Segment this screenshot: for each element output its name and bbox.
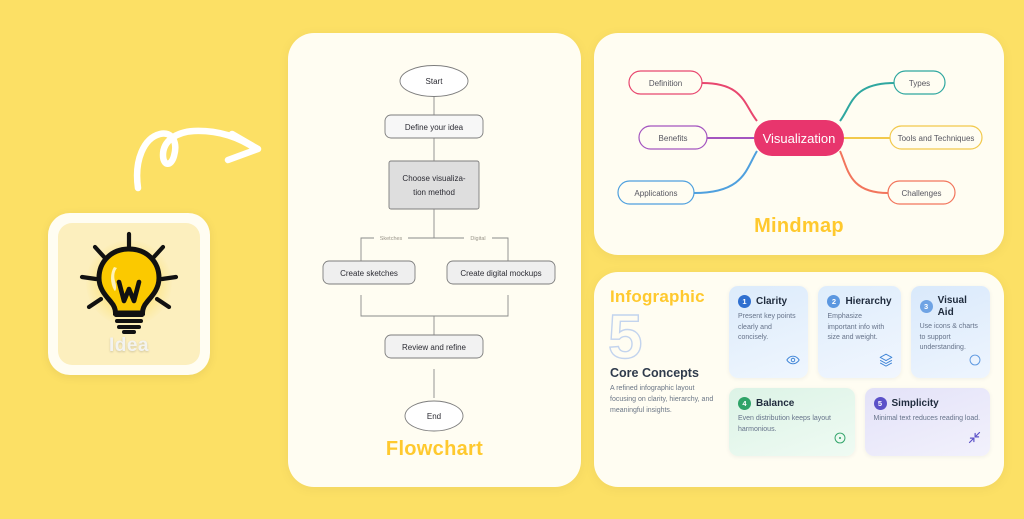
flow-node-end[interactable]: End bbox=[404, 400, 464, 432]
idea-card[interactable]: Idea bbox=[48, 213, 210, 375]
flow-node-end-label: End bbox=[427, 412, 441, 421]
flow-node-define[interactable]: Define your idea bbox=[384, 114, 484, 139]
flow-node-mockups-label: Create digital mockups bbox=[460, 269, 541, 278]
infographic-summary: Infographic 5 Core Concepts A refined in… bbox=[607, 286, 718, 487]
card-desc-hierarchy: Emphasize important info with size and w… bbox=[827, 313, 885, 341]
infographic-heading: Infographic bbox=[610, 287, 705, 306]
flow-node-mockups[interactable]: Create digital mockups bbox=[446, 260, 556, 285]
flow-node-choose-label-2: tion method bbox=[413, 188, 455, 197]
mind-node-tools-label: Tools and Techniques bbox=[898, 134, 975, 143]
mind-edge-types bbox=[839, 82, 895, 122]
flowchart-diagram: Start Define your idea Choose visualiza-… bbox=[322, 65, 556, 432]
card-badge-3: 3 bbox=[919, 300, 933, 313]
flow-node-review[interactable]: Review and refine bbox=[384, 334, 484, 359]
card-desc-clarity: Present key points clearly and concisely… bbox=[738, 313, 796, 341]
eye-icon bbox=[786, 353, 801, 372]
flow-node-sketches-label: Create sketches bbox=[340, 269, 398, 278]
idea-card-inner: Idea bbox=[58, 223, 200, 365]
mind-node-benefits-label: Benefits bbox=[659, 134, 688, 143]
core-concepts-description: A refined infographic layout focusing on… bbox=[610, 385, 714, 414]
flow-edge-label-digital: Digital bbox=[470, 236, 485, 242]
mind-node-applications[interactable]: Applications bbox=[617, 180, 695, 205]
flow-node-review-label: Review and refine bbox=[402, 343, 467, 352]
card-badge-1: 1 bbox=[738, 295, 751, 308]
infographic-big-number: 5 bbox=[607, 303, 643, 372]
mind-node-challenges[interactable]: Challenges bbox=[887, 180, 956, 205]
card-title-hierarchy: Hierarchy bbox=[845, 295, 892, 307]
mind-node-benefits[interactable]: Benefits bbox=[638, 125, 708, 150]
flow-node-start[interactable]: Start bbox=[399, 65, 469, 97]
mind-node-types[interactable]: Types bbox=[893, 70, 946, 95]
mind-edge-challenges bbox=[839, 150, 889, 194]
core-concepts-title: Core Concepts bbox=[610, 366, 699, 381]
infographic-card-balance[interactable]: 4 Balance Even distribution keeps layout… bbox=[729, 388, 855, 456]
infographic-card-clarity[interactable]: 1 Clarity Present key points clearly and… bbox=[729, 286, 809, 378]
mind-node-applications-label: Applications bbox=[634, 189, 677, 198]
flow-node-choose[interactable]: Choose visualiza- tion method bbox=[388, 160, 480, 210]
flow-node-choose-label-1: Choose visualiza- bbox=[402, 174, 465, 183]
card-title-clarity: Clarity bbox=[756, 295, 788, 307]
card-desc-simplicity: Minimal text reduces reading load. bbox=[873, 415, 981, 422]
card-badge-4: 4 bbox=[738, 397, 751, 410]
mindmap-title: Mindmap bbox=[754, 215, 844, 237]
mind-node-center[interactable]: Visualization bbox=[754, 120, 844, 156]
mind-node-definition[interactable]: Definition bbox=[628, 70, 703, 95]
mindmap-panel: Visualization Definition Benefits Applic… bbox=[594, 33, 1004, 255]
curved-arrow-doodle bbox=[133, 127, 262, 192]
infographic-card-simplicity[interactable]: 5 Simplicity Minimal text reduces readin… bbox=[864, 388, 990, 456]
layers-icon bbox=[879, 353, 893, 372]
mind-edge-applications bbox=[693, 150, 758, 194]
flow-node-start-label: Start bbox=[426, 77, 444, 86]
card-badge-5: 5 bbox=[873, 397, 887, 410]
idea-label: Idea bbox=[108, 335, 150, 356]
collapse-icon bbox=[967, 430, 982, 450]
mind-node-center-label: Visualization bbox=[763, 131, 836, 146]
flow-node-sketches[interactable]: Create sketches bbox=[322, 260, 416, 285]
mind-node-challenges-label: Challenges bbox=[901, 189, 941, 198]
target-icon bbox=[833, 431, 847, 450]
card-desc-visual-aid: Use icons & charts to support understand… bbox=[919, 323, 978, 351]
infographic-panel: Infographic 5 Core Concepts A refined in… bbox=[594, 272, 1004, 487]
infographic-card-hierarchy[interactable]: 2 Hierarchy Emphasize important info wit… bbox=[818, 286, 901, 378]
circle-icon bbox=[968, 353, 982, 372]
flowchart-panel: Start Define your idea Choose visualiza-… bbox=[288, 33, 581, 487]
card-title-balance: Balance bbox=[756, 397, 795, 409]
lightbulb-icon bbox=[69, 227, 189, 339]
flowchart-title: Flowchart bbox=[385, 438, 484, 460]
card-title-visual-aid: Visual Aid bbox=[937, 295, 967, 318]
card-badge-2: 2 bbox=[827, 295, 841, 308]
mind-edge-definition bbox=[701, 82, 758, 122]
infographic-card-visual-aid[interactable]: 3 Visual Aid Use icons & charts to suppo… bbox=[910, 286, 991, 378]
card-desc-balance: Even distribution keeps layout harmoniou… bbox=[738, 415, 831, 433]
mind-node-tools[interactable]: Tools and Techniques bbox=[889, 125, 983, 150]
card-title-simplicity: Simplicity bbox=[891, 397, 939, 409]
mindmap-diagram: Visualization Definition Benefits Applic… bbox=[617, 70, 983, 205]
flow-edge-label-sketches: Sketches bbox=[380, 236, 403, 242]
flow-node-define-label: Define your idea bbox=[405, 123, 464, 132]
mind-node-definition-label: Definition bbox=[649, 79, 682, 88]
mind-node-types-label: Types bbox=[909, 79, 930, 88]
